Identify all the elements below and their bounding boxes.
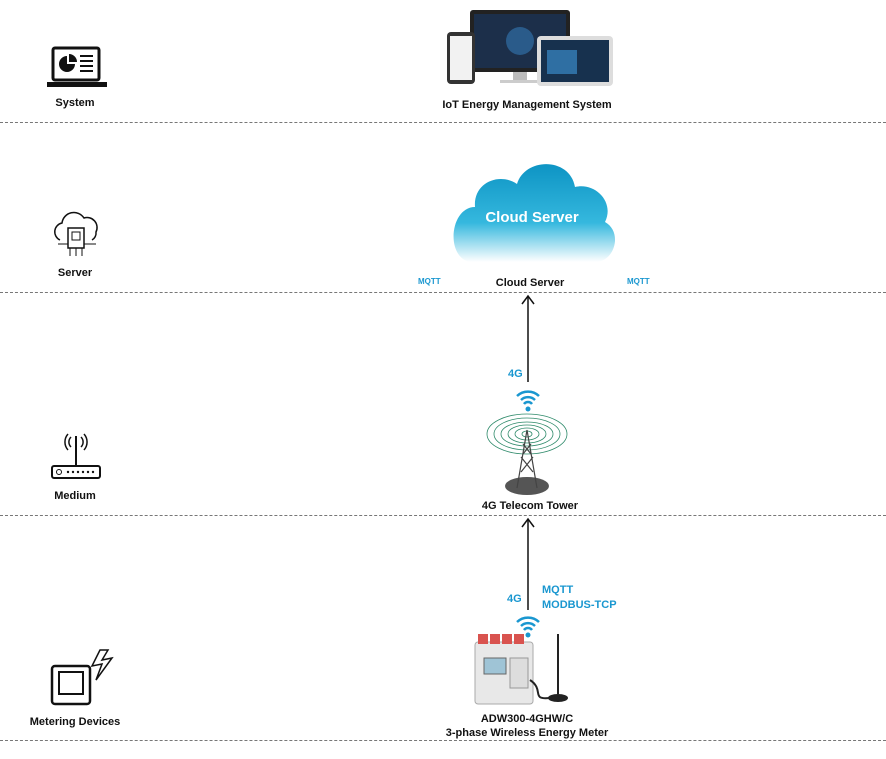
telecom-tower-icon: [486, 413, 568, 495]
layer-label-server: Server: [57, 267, 93, 279]
energy-meter-image: [474, 634, 568, 705]
mqtt-right-label: MQTT: [627, 277, 650, 286]
iot-devices-image: [447, 10, 613, 86]
cloud-server-caption: Cloud Server: [495, 277, 565, 289]
layer-divider: [0, 122, 886, 123]
tower-label: 4G Telecom Tower: [481, 500, 579, 512]
wifi-icon: [516, 390, 540, 412]
cloud-inner-label: Cloud Server: [485, 209, 579, 226]
uplink-arrow: [521, 294, 535, 382]
iot-system-label: IoT Energy Management System: [442, 99, 612, 111]
layer-divider: [0, 515, 886, 516]
device-uplink-arrow: [521, 517, 535, 610]
meter-model-label: ADW300-4GHW/C: [480, 713, 574, 725]
layer-label-metering: Metering Devices: [29, 716, 121, 728]
layer-divider: [0, 292, 886, 293]
router-icon: [51, 433, 101, 479]
wifi-icon: [516, 616, 540, 638]
cloud-icon: [453, 164, 616, 262]
cloud-server-icon: [54, 211, 98, 256]
meter-device-icon: [50, 649, 114, 706]
layer-divider: [0, 740, 886, 741]
layer-label-medium: Medium: [54, 490, 96, 502]
modbus-label: MODBUS-TCP: [542, 599, 617, 611]
link-4g-upper: 4G: [508, 368, 523, 380]
laptop-dashboard-icon: [47, 46, 107, 87]
meter-desc-label: 3-phase Wireless Energy Meter: [445, 727, 609, 739]
mqtt-left-label: MQTT: [418, 277, 441, 286]
link-4g-lower: 4G: [507, 593, 522, 605]
layer-label-system: System: [55, 97, 95, 109]
mqtt-lower-label: MQTT: [542, 584, 574, 596]
